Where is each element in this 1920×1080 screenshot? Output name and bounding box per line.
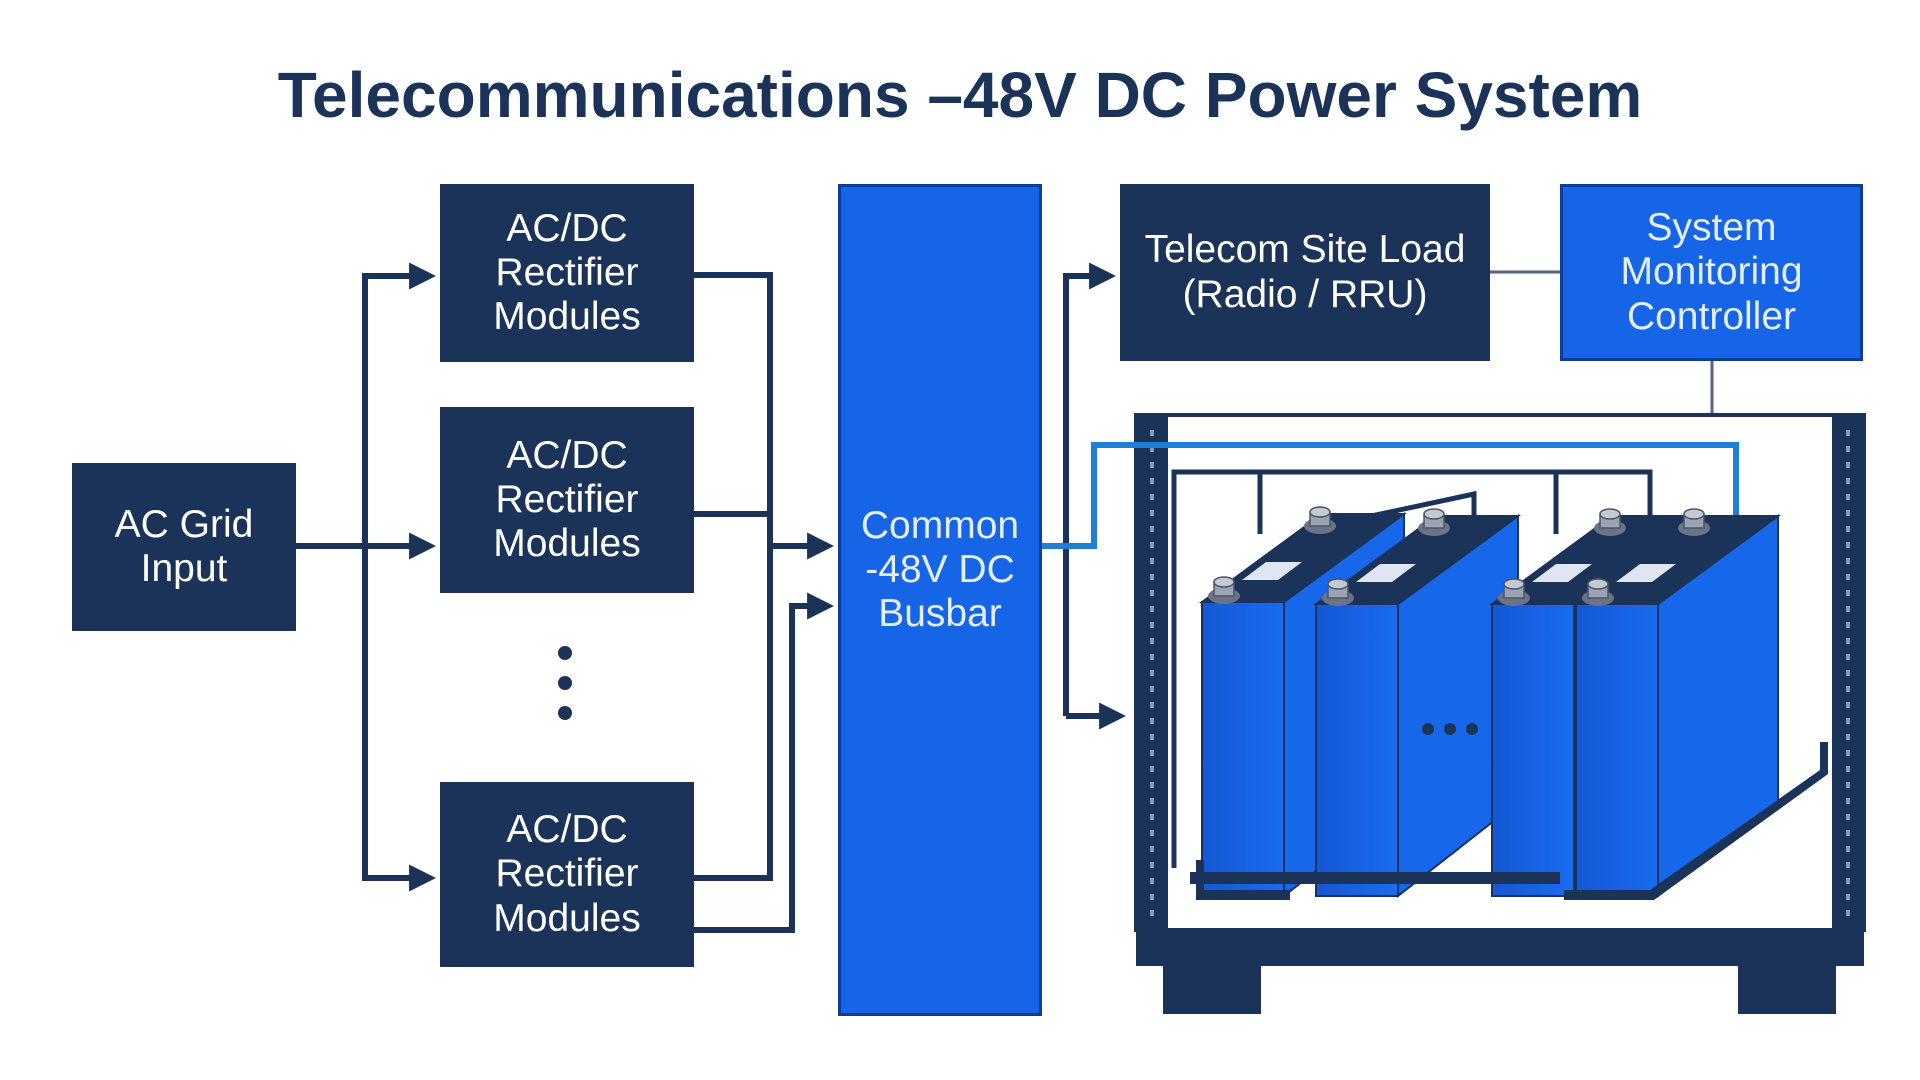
busbar-line-1: Common: [860, 503, 1020, 547]
rectifier-module-box-3: AC/DC Rectifier Modules: [440, 782, 694, 967]
rectifier-1-line-2: Rectifier: [495, 250, 639, 294]
battery-tray: [1190, 872, 1560, 884]
controller-links: [1490, 270, 1714, 415]
ac-grid-label-1: AC Grid: [114, 502, 254, 546]
busbar-line-3: Busbar: [878, 592, 1002, 636]
rack-rail-holes: [1846, 430, 1850, 916]
rectifier-to-busbar-wires: [694, 272, 835, 933]
load-line-2: (Radio / RRU): [1182, 272, 1428, 316]
rectifier-3-line-2: Rectifier: [495, 852, 639, 896]
monitor-line-1: System: [1646, 206, 1777, 250]
rectifier-3-line-1: AC/DC: [506, 808, 628, 852]
vertical-ellipsis-icon: [558, 646, 572, 720]
rectifier-module-box-2: AC/DC Rectifier Modules: [440, 407, 694, 593]
battery-cell-icon: [1572, 508, 1782, 899]
rectifier-1-line-3: Modules: [493, 295, 641, 339]
rectifier-2-line-1: AC/DC: [506, 433, 628, 477]
rack-rail-holes: [1150, 430, 1154, 916]
monitor-line-3: Controller: [1626, 294, 1797, 338]
dc-busbar-box: Common -48V DC Busbar: [838, 184, 1042, 1016]
rectifier-1-line-1: AC/DC: [506, 206, 628, 250]
rectifier-2-line-3: Modules: [493, 522, 641, 566]
battery-interconnect-wires: [1171, 469, 1653, 868]
load-line-1: Telecom Site Load: [1144, 228, 1466, 272]
battery-cell-icon: [1312, 508, 1522, 899]
rectifier-2-line-2: Rectifier: [495, 477, 639, 521]
monitoring-controller-box: System Monitoring Controller: [1560, 184, 1863, 361]
busbar-to-battery-wire: [1042, 442, 1739, 549]
busbar-line-2: -48V DC: [865, 547, 1015, 591]
rectifier-module-box-1: AC/DC Rectifier Modules: [440, 184, 694, 362]
battery-cells: [1196, 506, 1828, 900]
rectifier-3-line-3: Modules: [493, 896, 641, 940]
ac-grid-input-box: AC Grid Input: [72, 463, 296, 631]
busbar-to-load-wires: [1063, 262, 1127, 730]
ac-to-rectifier-wires: [296, 262, 437, 892]
battery-tray-rail: [1196, 742, 1828, 900]
monitor-line-2: Monitoring: [1620, 250, 1803, 294]
horizontal-ellipsis-icon: [1422, 723, 1478, 735]
telecom-load-box: Telecom Site Load (Radio / RRU): [1120, 184, 1490, 361]
page-title: Telecommunications –48V DC Power System: [277, 59, 1643, 131]
ac-grid-label-2: Input: [140, 547, 228, 590]
